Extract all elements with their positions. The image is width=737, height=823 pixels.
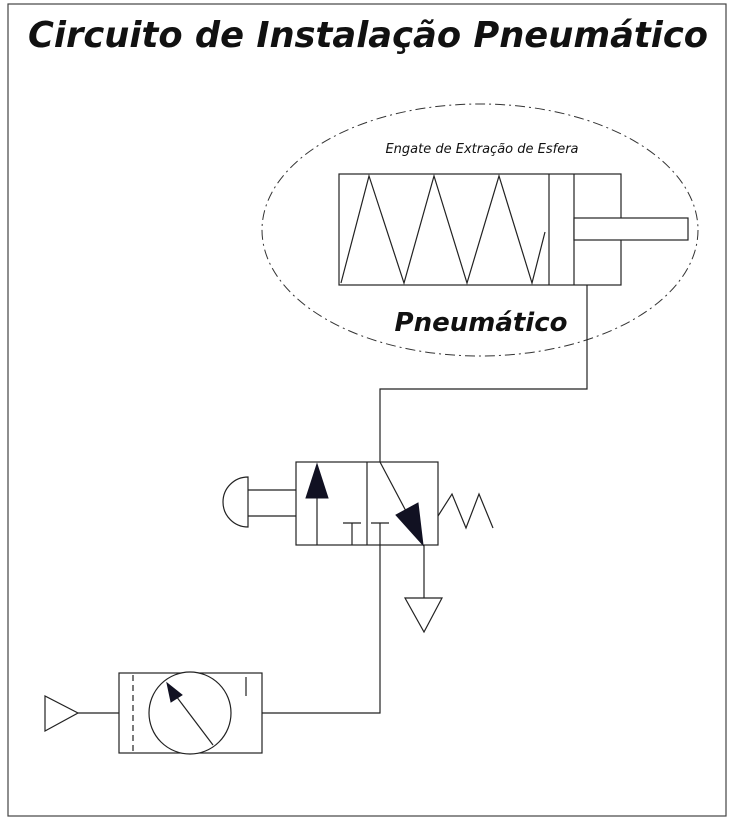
gauge-needle-arrow	[166, 681, 183, 703]
push-button-head-icon	[222, 476, 249, 528]
cylinder-type-label: Pneumático	[395, 308, 568, 338]
gauge-dial-icon	[148, 671, 232, 755]
cylinder-spring	[340, 173, 546, 286]
valve-left-flow-arrow	[305, 462, 329, 499]
gauge-needle	[175, 695, 214, 746]
cylinder-group-label: Engate de Extração de Esfera	[385, 142, 578, 157]
valve-return-spring-icon	[437, 492, 494, 530]
cylinder-group-boundary	[261, 103, 699, 357]
3-2-valve-push-button-spring-return	[222, 461, 494, 547]
valve-right-flow-arrow	[395, 502, 424, 547]
pressure-gauge-unit	[118, 671, 263, 755]
exhaust-triangle-icon	[403, 597, 443, 634]
pressure-source-triangle-icon	[44, 695, 80, 733]
line-cylinder-to-valve	[379, 285, 588, 462]
cylinder-rod	[573, 217, 689, 241]
diagram-title: Circuito de Instalação Pneumático	[28, 15, 708, 56]
valve-right-passage	[379, 461, 408, 514]
line-supply-to-valve	[262, 545, 381, 714]
diagram-border	[7, 3, 727, 817]
spring-return-cylinder	[338, 173, 689, 286]
